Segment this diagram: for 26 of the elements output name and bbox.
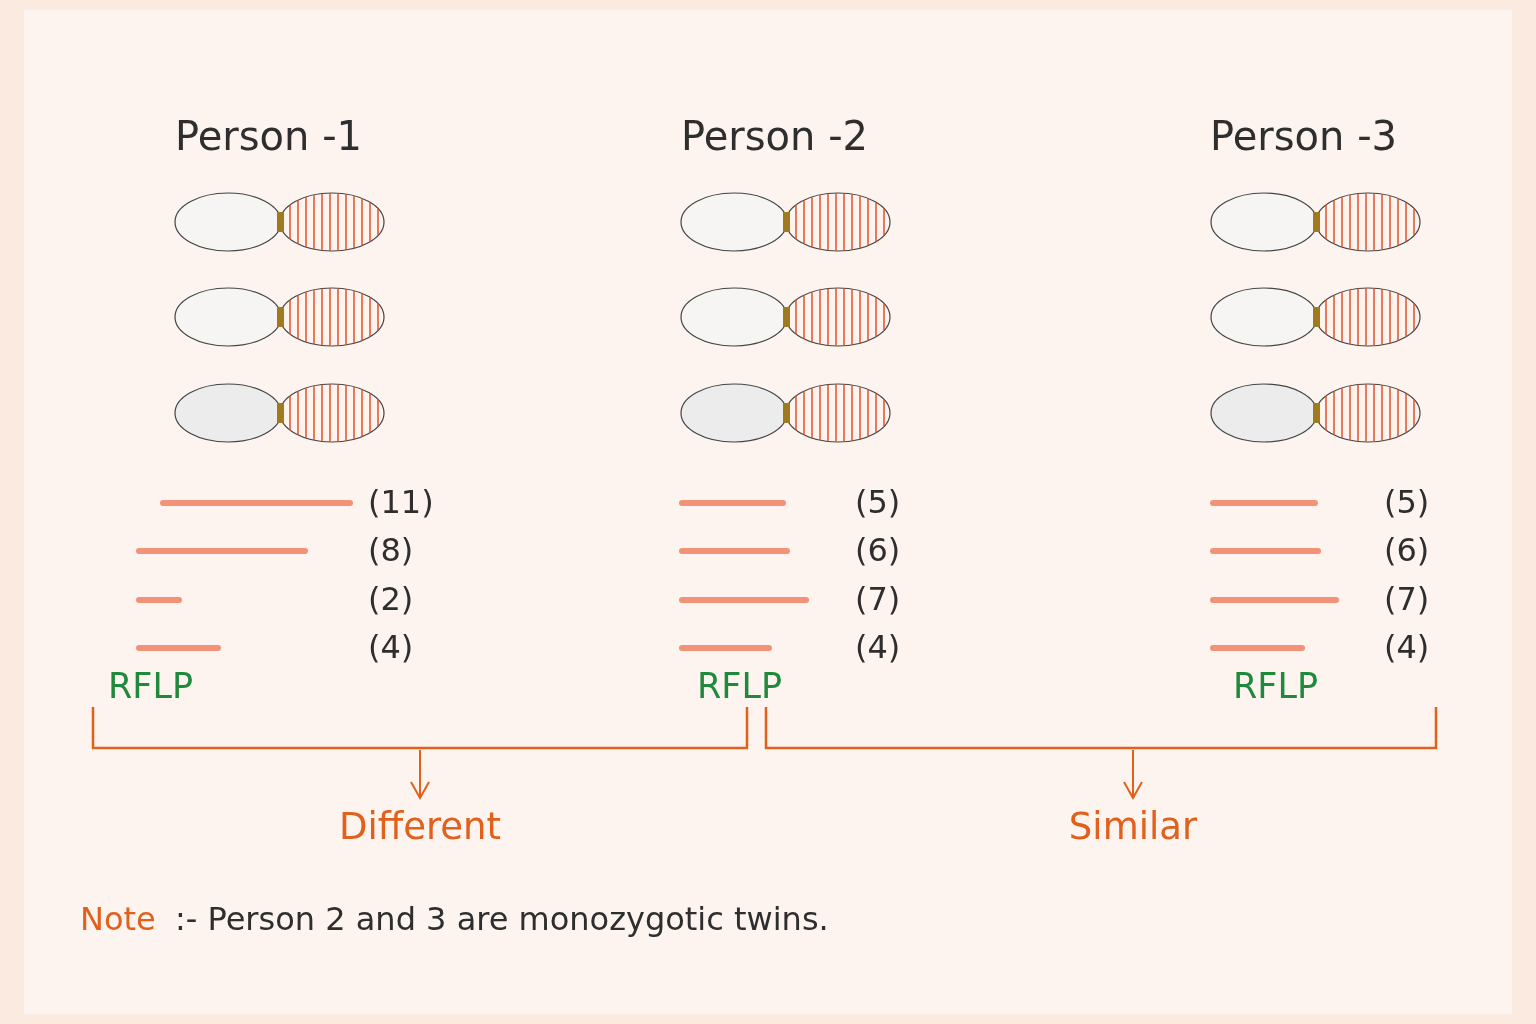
note-text: :- Person 2 and 3 are monozygotic twins. [175, 903, 829, 935]
band-size-label: (5) [1384, 486, 1430, 518]
bracket [91, 707, 749, 750]
band-size-label: (6) [855, 534, 901, 566]
band-size-label: (6) [1384, 534, 1430, 566]
band-size-label: (4) [1384, 631, 1430, 663]
person-heading: Person -1 [175, 116, 362, 156]
band-size-label: (11) [368, 486, 434, 518]
band-size-label: (8) [368, 534, 414, 566]
note-heading: Note [80, 903, 156, 935]
band-size-label: (7) [1384, 583, 1430, 615]
bracket [764, 707, 1438, 750]
band-size-label: (2) [368, 583, 414, 615]
rflp-label: RFLP [108, 669, 194, 704]
band-size-label: (4) [368, 631, 414, 663]
rflp-label: RFLP [697, 669, 783, 704]
arrow [1123, 749, 1143, 799]
band-size-label: (7) [855, 583, 901, 615]
band-size-label: (5) [855, 486, 901, 518]
rflp-label: RFLP [1233, 669, 1319, 704]
band-size-label: (4) [855, 631, 901, 663]
arrow [410, 749, 430, 799]
person-heading: Person -2 [681, 116, 868, 156]
result-label: Similar [1068, 798, 1198, 845]
result-label: Different [338, 798, 502, 845]
person-heading: Person -3 [1210, 116, 1397, 156]
